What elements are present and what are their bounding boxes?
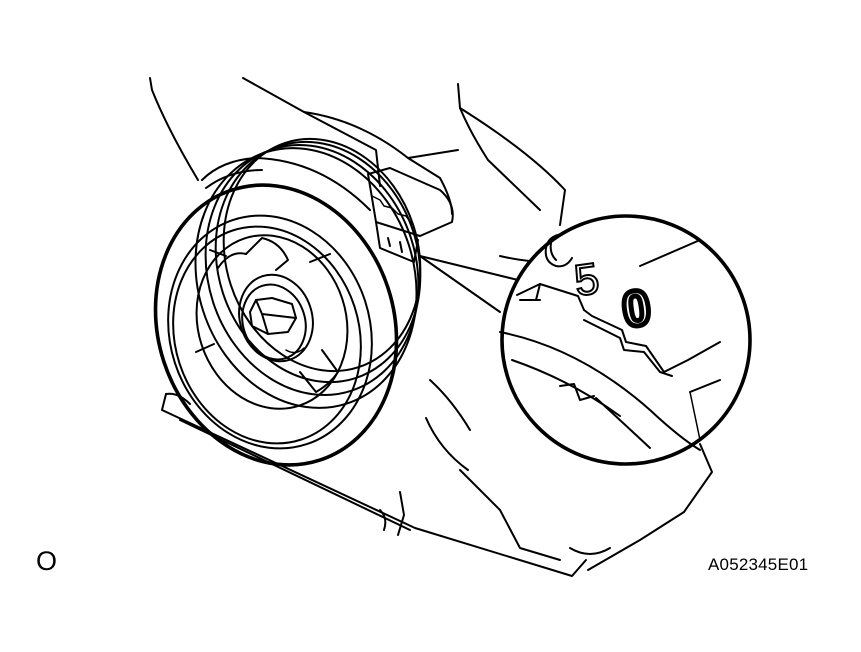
timing-mark-plate: [367, 167, 454, 263]
engine-cover-outline: [149, 77, 713, 577]
callout-leader: [419, 255, 519, 313]
figure-id: A052345E01: [708, 555, 809, 574]
crankshaft-bolt: [238, 273, 314, 363]
crankshaft-pulley: [153, 137, 422, 467]
view-label: O: [36, 546, 58, 576]
magnified-detail: [499, 214, 752, 466]
